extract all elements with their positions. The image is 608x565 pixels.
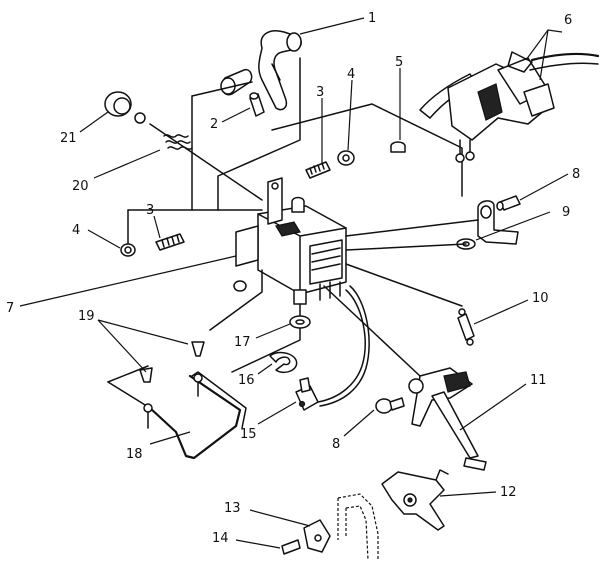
part-pin-2 (249, 92, 265, 117)
part-plate-12 (381, 469, 449, 531)
part-bracket-13 (303, 519, 331, 553)
callout-17: 17 (234, 335, 251, 350)
callout-4-lower: 4 (72, 223, 80, 238)
callout-4: 4 (347, 67, 355, 82)
part-dashed-frame (337, 493, 379, 561)
callout-labels: 1 2 3 4 5 6 21 20 4 3 8 9 7 10 19 17 16 … (6, 11, 580, 546)
callout-6: 6 (564, 13, 572, 28)
part-washer-17 (289, 315, 311, 329)
part-wire-harness (295, 285, 370, 411)
part-lever-11 (408, 367, 487, 471)
callout-3-lower: 3 (146, 203, 154, 218)
callout-2: 2 (210, 117, 218, 132)
callout-19: 19 (78, 309, 95, 324)
part-spring-10 (457, 308, 475, 346)
callout-1: 1 (368, 11, 376, 26)
part-screw-8-lower (375, 397, 405, 414)
part-screw-14 (281, 539, 301, 555)
callout-18: 18 (126, 447, 143, 462)
part-knob (104, 91, 146, 124)
part-screw-3-lower (155, 233, 185, 251)
callout-8: 8 (572, 167, 580, 182)
callout-3: 3 (316, 85, 324, 100)
callout-16: 16 (238, 373, 255, 388)
part-clip-16 (269, 351, 298, 374)
callout-11: 11 (530, 373, 547, 388)
part-screw-3-upper (305, 161, 331, 179)
part-cap-5 (390, 141, 406, 153)
assembly-lines-right (209, 219, 479, 377)
part-screw-19 (139, 341, 205, 383)
callout-8-lower: 8 (332, 437, 340, 452)
part-screw-8-upper (496, 195, 521, 211)
part-nut-4-lower (120, 243, 136, 257)
callout-9: 9 (562, 205, 570, 220)
part-solenoid-frame (233, 177, 347, 305)
callout-5: 5 (395, 55, 403, 70)
part-bracket-18 (107, 365, 247, 460)
callout-7: 7 (6, 301, 14, 316)
leader-lines (19, 17, 569, 549)
part-spring (149, 123, 263, 201)
callout-15: 15 (240, 427, 257, 442)
part-switch-bracket (419, 51, 600, 163)
callout-21: 21 (60, 131, 77, 146)
part-nut-4-upper (337, 150, 355, 166)
callout-14: 14 (212, 531, 229, 546)
callout-12: 12 (500, 485, 517, 500)
callout-10: 10 (532, 291, 549, 306)
callout-13: 13 (224, 501, 241, 516)
part-lever-arm (220, 30, 302, 111)
callout-20: 20 (72, 179, 89, 194)
